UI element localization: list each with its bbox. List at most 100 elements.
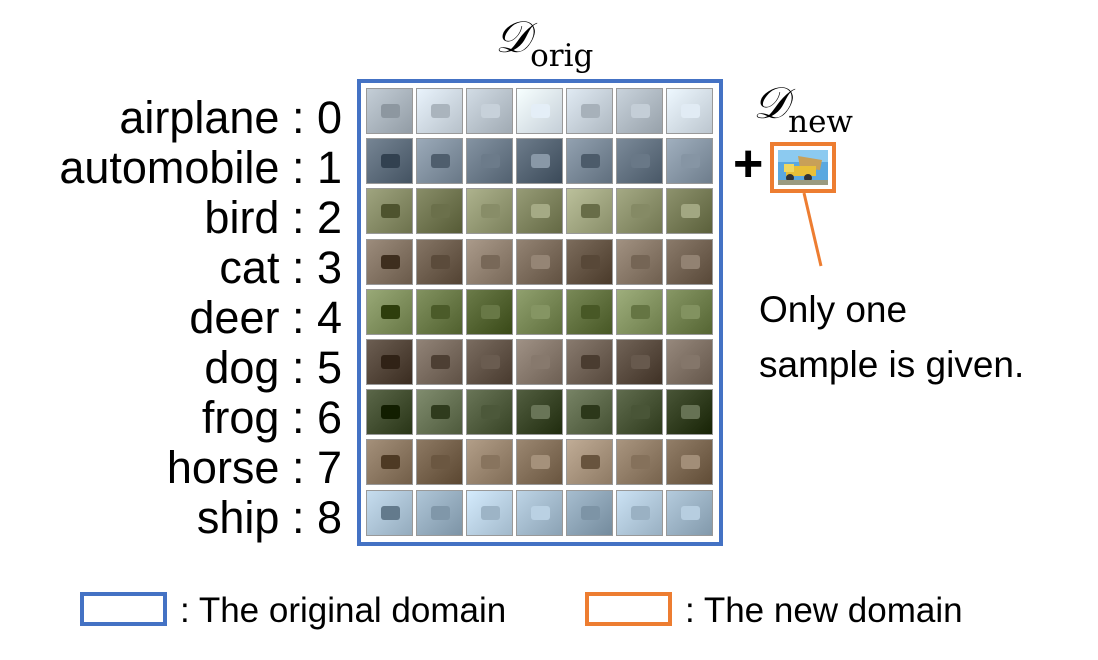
new-domain-symbol: 𝒟 (753, 78, 789, 129)
class-label-deer: deer : 4 (189, 292, 342, 343)
image-thumbnail (566, 239, 613, 285)
image-thumbnail (416, 138, 463, 184)
new-domain-title: 𝒟new (753, 78, 853, 140)
thumbnail-subject (381, 104, 400, 118)
image-thumbnail (566, 339, 613, 385)
thumbnail-subject (481, 255, 500, 269)
thumbnail-subject (631, 154, 650, 168)
thumbnail-subject (431, 255, 450, 269)
thumbnail-subject (581, 104, 600, 118)
image-thumbnail (516, 188, 563, 234)
image-thumbnail (616, 88, 663, 134)
image-thumbnail (366, 339, 413, 385)
thumbnail-subject (381, 204, 400, 218)
image-thumbnail (666, 339, 713, 385)
thumbnail-subject (681, 305, 700, 319)
orig-domain-title: 𝒟orig (495, 12, 593, 74)
thumbnail-subject (381, 506, 400, 520)
thumbnail-subject (681, 455, 700, 469)
image-grid (366, 88, 716, 540)
callout-line-2: sample is given. (759, 344, 1025, 385)
legend-original-swatch (80, 592, 167, 626)
thumbnail-subject (681, 104, 700, 118)
thumbnail-subject (431, 154, 450, 168)
thumbnail-subject (431, 104, 450, 118)
image-thumbnail (566, 138, 613, 184)
image-thumbnail (566, 490, 613, 536)
thumbnail-subject (531, 104, 550, 118)
image-thumbnail (466, 88, 513, 134)
thumbnail-subject (531, 355, 550, 369)
thumbnail-subject (531, 255, 550, 269)
thumbnail-subject (581, 204, 600, 218)
thumbnail-subject (381, 355, 400, 369)
image-thumbnail (466, 188, 513, 234)
class-label-frog: frog : 6 (201, 392, 342, 443)
image-thumbnail (366, 239, 413, 285)
image-thumbnail (466, 439, 513, 485)
thumbnail-subject (481, 104, 500, 118)
new-domain-subscript: new (788, 104, 853, 140)
thumbnail-subject (681, 405, 700, 419)
thumbnail-subject (631, 455, 650, 469)
thumbnail-subject (631, 255, 650, 269)
image-thumbnail (666, 138, 713, 184)
image-thumbnail (466, 490, 513, 536)
image-thumbnail (416, 239, 463, 285)
thumbnail-subject (681, 204, 700, 218)
image-thumbnail (416, 339, 463, 385)
thumbnail-subject (381, 255, 400, 269)
thumbnail-subject (681, 355, 700, 369)
image-thumbnail (616, 490, 663, 536)
thumbnail-subject (581, 154, 600, 168)
thumbnail-subject (681, 154, 700, 168)
thumbnail-subject (481, 405, 500, 419)
thumbnail-subject (431, 204, 450, 218)
thumbnail-subject (581, 305, 600, 319)
image-thumbnail (366, 88, 413, 134)
image-thumbnail (466, 239, 513, 285)
image-thumbnail (666, 239, 713, 285)
image-thumbnail (516, 289, 563, 335)
truck-photo-icon (778, 150, 828, 185)
thumbnail-subject (531, 204, 550, 218)
thumbnail-subject (481, 154, 500, 168)
class-label-airplane: airplane : 0 (119, 92, 342, 143)
image-thumbnail (466, 289, 513, 335)
image-thumbnail (416, 439, 463, 485)
image-thumbnail (616, 239, 663, 285)
thumbnail-subject (631, 104, 650, 118)
thumbnail-subject (631, 506, 650, 520)
image-thumbnail (416, 389, 463, 435)
image-thumbnail (366, 289, 413, 335)
image-thumbnail (666, 490, 713, 536)
image-thumbnail (616, 138, 663, 184)
class-label-cat: cat : 3 (219, 242, 342, 293)
image-thumbnail (666, 289, 713, 335)
class-label-horse: horse : 7 (166, 442, 342, 493)
thumbnail-subject (581, 355, 600, 369)
orig-domain-subscript: orig (530, 38, 594, 74)
image-thumbnail (366, 439, 413, 485)
thumbnail-subject (581, 506, 600, 520)
thumbnail-subject (581, 405, 600, 419)
image-thumbnail (516, 490, 563, 536)
image-thumbnail (366, 389, 413, 435)
legend-new-swatch (585, 592, 672, 626)
image-thumbnail (566, 188, 613, 234)
thumbnail-subject (381, 455, 400, 469)
image-thumbnail (566, 439, 613, 485)
image-thumbnail (516, 439, 563, 485)
legend-new-label: : The new domain (685, 591, 963, 630)
class-label-dog: dog : 5 (204, 342, 342, 393)
thumbnail-subject (481, 506, 500, 520)
thumbnail-subject (681, 506, 700, 520)
image-thumbnail (566, 389, 613, 435)
image-thumbnail (416, 88, 463, 134)
thumbnail-subject (381, 154, 400, 168)
image-thumbnail (666, 439, 713, 485)
image-thumbnail (616, 289, 663, 335)
new-sample-image (778, 150, 828, 185)
thumbnail-subject (481, 355, 500, 369)
image-thumbnail (666, 88, 713, 134)
